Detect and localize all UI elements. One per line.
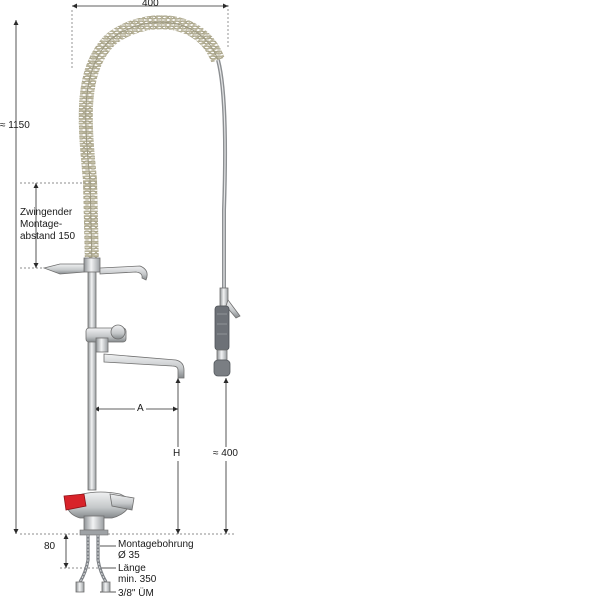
dimension-height-label: ≈ 1150 [0, 120, 30, 131]
hot-handle [63, 493, 87, 511]
mounting-hole-line-2: Ø 35 [118, 550, 140, 561]
spray-grip [214, 305, 230, 351]
spray-height-label: ≈ 400 [213, 447, 238, 461]
extension-lines [20, 5, 235, 569]
spray-head [213, 359, 231, 377]
clamp-distance-line-1: Zwingender [20, 207, 73, 218]
dimension-base-line [63, 534, 69, 568]
dimension-width-line [72, 3, 228, 9]
spring-clamp [42, 257, 148, 281]
spout-mixer [85, 324, 185, 379]
dimension-height-line [13, 20, 19, 534]
clamp-distance-line-2: Montage- [20, 219, 63, 230]
mounting-hole-line-1: Montagebohrung [118, 539, 194, 550]
riser-pipe [87, 267, 97, 491]
dimension-clamp-line [33, 183, 39, 268]
supply-hoses [75, 535, 111, 593]
base-offset-label: 80 [44, 541, 56, 552]
base-mixer [63, 491, 135, 536]
length-line-1: Länge [118, 563, 146, 574]
dimension-width-label: 400 [142, 0, 159, 9]
reach-label: A [135, 403, 146, 415]
length-line-2: min. 350 [118, 574, 157, 585]
clamp-distance-line-3: abstand 150 [20, 231, 76, 242]
thread-label: 3/8" ÜM [118, 588, 154, 599]
swivel-spout [103, 353, 185, 379]
spout-height-label: H [173, 447, 181, 461]
spring-coil [78, 15, 225, 266]
spray-valve [213, 287, 241, 377]
